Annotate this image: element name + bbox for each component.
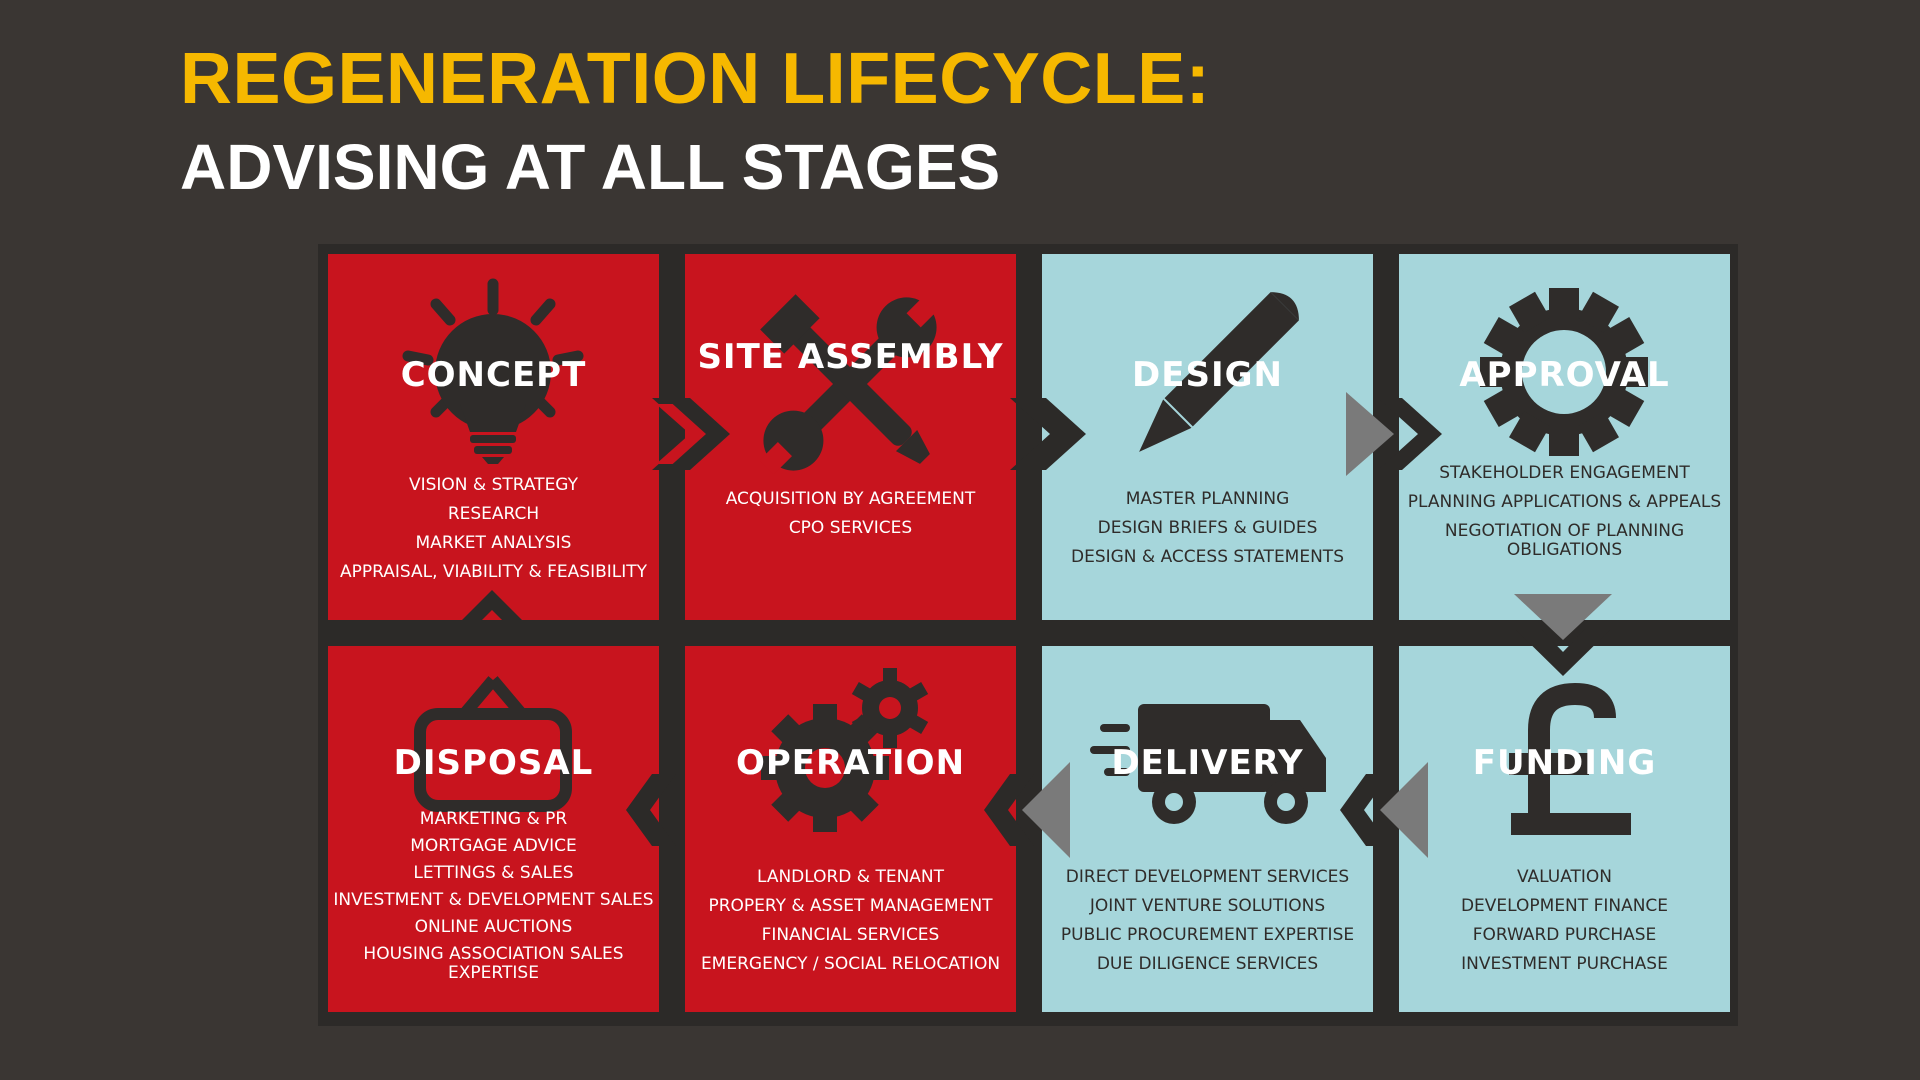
stage-concept: CONCEPT VISION & STRATEGY RESEARCH MARKE… xyxy=(328,254,659,620)
service-item: RESEARCH xyxy=(447,504,540,524)
service-item: MASTER PLANNING xyxy=(1125,489,1290,509)
service-item: PROPERY & ASSET MANAGEMENT xyxy=(708,896,993,916)
service-list: MASTER PLANNING DESIGN BRIEFS & GUIDES D… xyxy=(1046,490,1369,577)
stage-funding: FUNDING VALUATION DEVELOPMENT FINANCE FO… xyxy=(1399,646,1730,1012)
stage-disposal: DISPOSAL MARKETING & PR MORTGAGE ADVICE … xyxy=(328,646,659,1012)
service-item: NEGOTIATION OF PLANNING OBLIGATIONS xyxy=(1444,521,1685,560)
service-item: LETTINGS & SALES xyxy=(413,863,574,883)
arrow-left-icon xyxy=(1340,762,1428,858)
service-list: VALUATION DEVELOPMENT FINANCE FORWARD PU… xyxy=(1403,868,1726,984)
service-list: STAKEHOLDER ENGAGEMENT PLANNING APPLICAT… xyxy=(1403,464,1726,570)
sign-icon xyxy=(414,676,572,812)
service-item: DUE DILIGENCE SERVICES xyxy=(1096,954,1319,974)
stage-name: DESIGN xyxy=(1132,355,1283,395)
arrow-left-icon xyxy=(626,774,676,846)
service-item: PUBLIC PROCUREMENT EXPERTISE xyxy=(1060,925,1355,945)
service-item: DESIGN BRIEFS & GUIDES xyxy=(1097,518,1318,538)
service-list: ACQUISITION BY AGREEMENT CPO SERVICES xyxy=(689,490,1012,548)
stage-name: SITE ASSEMBLY xyxy=(697,337,1004,377)
truck-icon xyxy=(1090,704,1326,824)
stage-name: OPERATION xyxy=(735,743,966,783)
service-item: INVESTMENT & DEVELOPMENT SALES xyxy=(333,890,654,910)
arrow-left-icon xyxy=(984,762,1070,858)
gears-icon xyxy=(761,668,929,832)
seal-icon xyxy=(1480,288,1648,456)
service-item: LANDLORD & TENANT xyxy=(756,867,945,887)
stage-name: DISPOSAL xyxy=(393,743,594,783)
service-item: EMERGENCY / SOCIAL RELOCATION xyxy=(700,954,1001,974)
service-list: DIRECT DEVELOPMENT SERVICES JOINT VENTUR… xyxy=(1046,868,1369,984)
arrow-right-icon xyxy=(652,398,730,470)
service-list: MARKETING & PR MORTGAGE ADVICE LETTINGS … xyxy=(332,810,655,991)
service-item: VISION & STRATEGY xyxy=(408,475,579,495)
stage-delivery: DELIVERY DIRECT DEVELOPMENT SERVICES JOI… xyxy=(1042,646,1373,1012)
service-item: APPRAISAL, VIABILITY & FEASIBILITY xyxy=(339,562,648,582)
stage-operation: OPERATION LANDLORD & TENANT PROPERY & AS… xyxy=(685,646,1016,1012)
tools-icon xyxy=(759,294,940,475)
pound-icon xyxy=(1509,682,1631,835)
stage-name: CONCEPT xyxy=(400,355,587,395)
service-item: INVESTMENT PURCHASE xyxy=(1461,954,1668,974)
arrow-up-icon xyxy=(446,590,538,636)
service-item: ACQUISITION BY AGREEMENT xyxy=(725,489,976,509)
service-item: MORTGAGE ADVICE xyxy=(410,836,577,856)
pencil-icon xyxy=(1139,292,1299,452)
service-item: DEVELOPMENT FINANCE xyxy=(1460,896,1669,916)
lifecycle-board: CONCEPT VISION & STRATEGY RESEARCH MARKE… xyxy=(318,244,1738,1026)
service-item: CPO SERVICES xyxy=(788,518,913,538)
service-item: MARKET ANALYSIS xyxy=(415,533,572,553)
service-item: DIRECT DEVELOPMENT SERVICES xyxy=(1065,867,1350,887)
service-list: VISION & STRATEGY RESEARCH MARKET ANALYS… xyxy=(332,476,655,592)
arrow-right-icon xyxy=(1346,392,1442,476)
stage-design: DESIGN MASTER PLANNING DESIGN BRIEFS & G… xyxy=(1042,254,1373,620)
stage-site-assembly: SITE ASSEMBLY ACQUISITION BY AGREEMENT C… xyxy=(685,254,1016,620)
service-item: ONLINE AUCTIONS xyxy=(414,917,573,937)
arrow-down-icon xyxy=(1514,594,1612,676)
service-item: PLANNING APPLICATIONS & APPEALS xyxy=(1407,492,1722,512)
service-item: JOINT VENTURE SOLUTIONS xyxy=(1089,896,1326,916)
service-item: VALUATION xyxy=(1516,867,1613,887)
service-list: LANDLORD & TENANT PROPERY & ASSET MANAGE… xyxy=(689,868,1012,984)
lightbulb-icon xyxy=(402,278,584,464)
stage-approval: APPROVAL STAKEHOLDER ENGAGEMENT PLANNING… xyxy=(1399,254,1730,620)
service-item: STAKEHOLDER ENGAGEMENT xyxy=(1439,463,1690,483)
service-item: FORWARD PURCHASE xyxy=(1472,925,1657,945)
stage-name: FUNDING xyxy=(1472,743,1657,783)
service-item: MARKETING & PR xyxy=(419,809,568,829)
page-subtitle: ADVISING AT ALL STAGES xyxy=(180,131,1001,203)
stage-name: DELIVERY xyxy=(1111,743,1304,783)
stage-name: APPROVAL xyxy=(1459,355,1670,395)
service-item: HOUSING ASSOCIATION SALES EXPERTISE xyxy=(363,944,624,983)
arrow-right-icon xyxy=(1010,398,1086,470)
service-item: FINANCIAL SERVICES xyxy=(761,925,940,945)
service-item: DESIGN & ACCESS STATEMENTS xyxy=(1071,547,1344,567)
page-title: REGENERATION LIFECYCLE: xyxy=(180,39,1211,119)
